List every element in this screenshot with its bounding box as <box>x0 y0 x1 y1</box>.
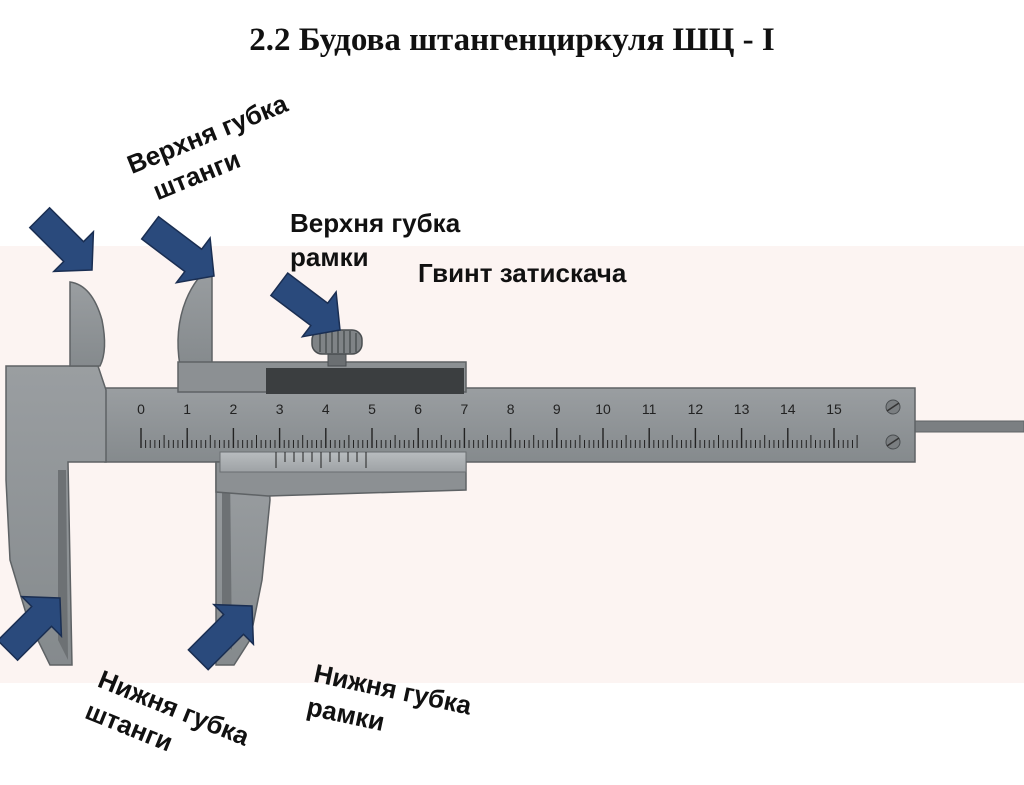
main-scale-ticks <box>140 428 858 448</box>
scale-number: 0 <box>137 401 145 417</box>
beam-head-lower-jaw <box>5 365 107 666</box>
arrow-lower-jaw-beam <box>0 595 63 662</box>
arrow-upper-jaw-beam <box>28 206 95 273</box>
arrow-clamp-screw <box>269 272 341 338</box>
label-clamp-screw: Гвинт затискача <box>418 258 627 288</box>
scale-number: 8 <box>507 401 515 417</box>
vernier-plate <box>219 451 467 473</box>
photo-background <box>0 246 1024 683</box>
scale-number: 10 <box>595 401 611 417</box>
scale-number: 7 <box>461 401 469 417</box>
slide-title: 2.2 Будова штангенциркуля ШЦ - I <box>249 22 775 58</box>
scale-number: 15 <box>826 401 842 417</box>
scale-number: 1 <box>183 401 191 417</box>
scale-number: 6 <box>414 401 422 417</box>
beam-upper-jaw <box>69 281 106 367</box>
scale-number: 12 <box>688 401 704 417</box>
vernier-scale-ticks <box>275 452 367 468</box>
scale-number: 3 <box>276 401 284 417</box>
label-upper-jaw-frame: Верхня губка рамки <box>290 208 461 272</box>
scale-number: 5 <box>368 401 376 417</box>
scale-number: 4 <box>322 401 330 417</box>
arrow-lower-jaw-frame <box>187 603 255 671</box>
scale-number: 14 <box>780 401 796 417</box>
arrow-upper-jaw-frame <box>140 215 215 284</box>
main-beam <box>104 387 916 463</box>
frame-dark-window <box>266 368 464 394</box>
depth-rod <box>904 420 1024 433</box>
scale-number: 13 <box>734 401 750 417</box>
scale-number: 11 <box>642 401 657 417</box>
scale-number: 2 <box>230 401 238 417</box>
scale-number: 9 <box>553 401 561 417</box>
